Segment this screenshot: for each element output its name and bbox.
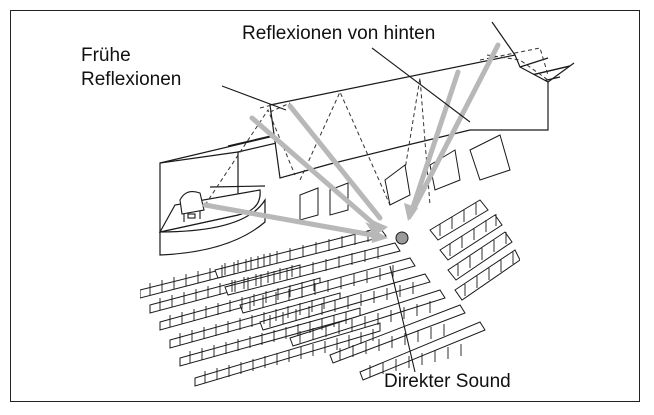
label-back-reflections: Reflexionen von hinten xyxy=(242,23,436,44)
piano-icon xyxy=(179,191,205,222)
sound-arrows xyxy=(202,42,501,239)
ceiling-panel xyxy=(269,21,575,179)
label-early-reflections-line1: Frühe xyxy=(81,45,131,66)
right-seating-block xyxy=(429,199,520,301)
side-balcony-seats xyxy=(299,134,511,221)
listener-marker xyxy=(395,231,409,245)
label-early-reflections-line2: Reflexionen xyxy=(81,69,182,90)
leader-lines xyxy=(221,47,471,373)
stage-floor xyxy=(158,185,266,256)
seating-rows xyxy=(140,199,520,387)
arrow-heads xyxy=(365,203,418,243)
label-direct-sound: Direkter Sound xyxy=(384,371,511,392)
